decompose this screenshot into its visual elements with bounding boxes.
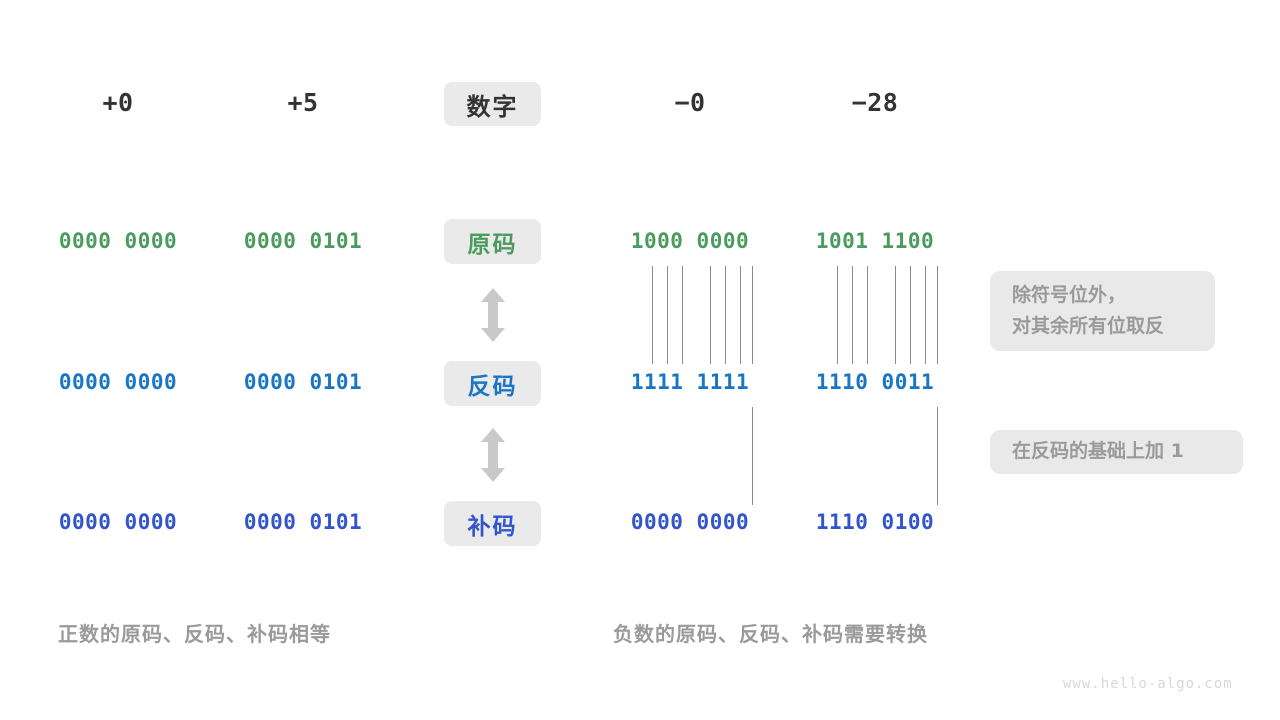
cell-bu-minus-twentyeight: 1110 0100 — [815, 510, 935, 534]
connector-line-yuan-fan-m28-2 — [852, 266, 853, 364]
connector-line-yuan-fan-m28-4 — [895, 266, 896, 364]
connector-line-yuan-fan-mz-6 — [740, 266, 741, 364]
cell-bu-minus-zero: 0000 0000 — [630, 510, 750, 534]
header-chip-number: 数字 — [444, 82, 541, 126]
cell-yuan-minus-zero: 1000 0000 — [630, 229, 750, 253]
header-col-minus-twentyeight: −28 — [851, 88, 899, 117]
row-label-yuan: 原码 — [444, 219, 541, 264]
note-invert-bits-line2: 对其余所有位取反 — [1012, 315, 1165, 337]
cell-fan-minus-twentyeight: 1110 0011 — [815, 370, 935, 394]
row-label-fan: 反码 — [444, 361, 541, 406]
connector-line-fan-bu-mz — [752, 407, 753, 505]
header-col-minus-zero: −0 — [674, 88, 706, 117]
watermark: www.hello-algo.com — [1063, 676, 1233, 692]
connector-line-yuan-fan-mz-7 — [752, 266, 753, 364]
cell-yuan-plus-five: 0000 0101 — [243, 229, 363, 253]
arrow-up-down-icon-yuan-fan — [478, 288, 508, 342]
cell-bu-plus-five: 0000 0101 — [243, 510, 363, 534]
cell-fan-plus-zero: 0000 0000 — [58, 370, 178, 394]
header-col-plus-five: +5 — [287, 88, 319, 117]
note-add-one-line1: 在反码的基础上加 1 — [1012, 440, 1184, 463]
connector-line-yuan-fan-m28-1 — [837, 266, 838, 364]
header-col-plus-zero: +0 — [102, 88, 134, 117]
connector-line-yuan-fan-mz-3 — [682, 266, 683, 364]
connector-line-yuan-fan-m28-7 — [937, 266, 938, 364]
cell-yuan-plus-zero: 0000 0000 — [58, 229, 178, 253]
caption-positive: 正数的原码、反码、补码相等 — [58, 622, 331, 646]
arrow-up-down-icon-fan-bu — [478, 428, 508, 482]
note-add-one: 在反码的基础上加 1 — [990, 430, 1243, 474]
connector-line-fan-bu-m28 — [937, 407, 938, 505]
note-invert-bits: 除符号位外， 对其余所有位取反 — [990, 271, 1215, 351]
connector-line-yuan-fan-m28-6 — [925, 266, 926, 364]
connector-line-yuan-fan-mz-2 — [667, 266, 668, 364]
cell-bu-plus-zero: 0000 0000 — [58, 510, 178, 534]
connector-line-yuan-fan-mz-4 — [710, 266, 711, 364]
row-label-bu: 补码 — [444, 501, 541, 546]
note-invert-bits-line1: 除符号位外， — [1012, 283, 1127, 306]
connector-line-yuan-fan-m28-3 — [867, 266, 868, 364]
cell-fan-minus-zero: 1111 1111 — [630, 370, 750, 394]
cell-yuan-minus-twentyeight: 1001 1100 — [815, 229, 935, 253]
cell-fan-plus-five: 0000 0101 — [243, 370, 363, 394]
caption-negative: 负数的原码、反码、补码需要转换 — [613, 622, 928, 646]
connector-line-yuan-fan-m28-5 — [910, 266, 911, 364]
connector-line-yuan-fan-mz-5 — [725, 266, 726, 364]
connector-line-yuan-fan-mz-1 — [652, 266, 653, 364]
